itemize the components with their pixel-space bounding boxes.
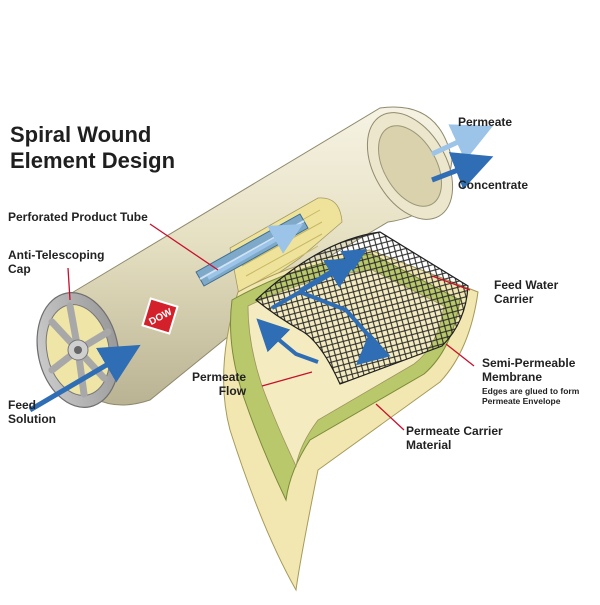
label-concentrate: Concentrate [458, 178, 529, 192]
title-line-1: Spiral Wound [10, 122, 152, 147]
feed-flow-arrow-3 [299, 290, 391, 366]
label-permeate-flow: Permeate Flow [192, 370, 246, 398]
label-anti-telescoping-cap: Anti-Telescoping Cap [8, 248, 104, 276]
label-feed-solution-line-2: Solution [8, 412, 56, 426]
label-feed-water-carrier-line-2: Carrier [494, 292, 534, 306]
diagram-title: Spiral Wound Element Design [10, 122, 175, 174]
label-feed-solution: Feed Solution [8, 398, 56, 426]
label-semi-permeable-line-1: Semi-Permeable [482, 356, 576, 370]
leader-lines [67, 223, 475, 431]
feed-solution-arrow [28, 344, 141, 413]
dow-logo: DOW [141, 297, 179, 335]
feed-flow-arrow-2 [299, 248, 368, 292]
label-membrane-note: Edges are glued to form Permeate Envelop… [482, 386, 579, 406]
label-permeate-carrier-line-1: Permeate Carrier [406, 424, 503, 438]
label-permeate: Permeate [458, 115, 513, 129]
label-membrane-note-line-2: Permeate Envelope [482, 396, 561, 406]
label-permeate-flow-line-1: Permeate [192, 370, 247, 384]
permeate-out-arrow [430, 124, 494, 161]
label-semi-permeable-membrane: Semi-Permeable Membrane [482, 356, 575, 384]
label-feed-water-carrier: Feed Water Carrier [494, 278, 558, 306]
concentrate-out-arrow [431, 152, 494, 190]
label-permeate-carrier-material: Permeate Carrier Material [406, 424, 503, 452]
permeate-tube-arrow [207, 224, 303, 280]
feed-water-carrier-mesh [255, 231, 469, 385]
label-membrane-note-line-1: Edges are glued to form [482, 386, 580, 396]
label-anti-telescoping-line-2: Cap [8, 262, 31, 276]
label-feed-water-carrier-line-1: Feed Water [494, 278, 559, 292]
feed-flow-arrow-1 [271, 258, 359, 310]
label-permeate-carrier-line-2: Material [406, 438, 452, 452]
label-permeate-flow-line-2: Flow [218, 384, 247, 398]
flow-arrows [28, 124, 494, 413]
title-line-2: Element Design [10, 148, 176, 173]
label-anti-telescoping-line-1: Anti-Telescoping [8, 248, 105, 262]
label-perforated-product-tube: Perforated Product Tube [8, 210, 148, 224]
label-feed-solution-line-1: Feed [8, 398, 37, 412]
permeate-flow-arrow [256, 318, 319, 364]
label-semi-permeable-line-2: Membrane [482, 370, 543, 384]
